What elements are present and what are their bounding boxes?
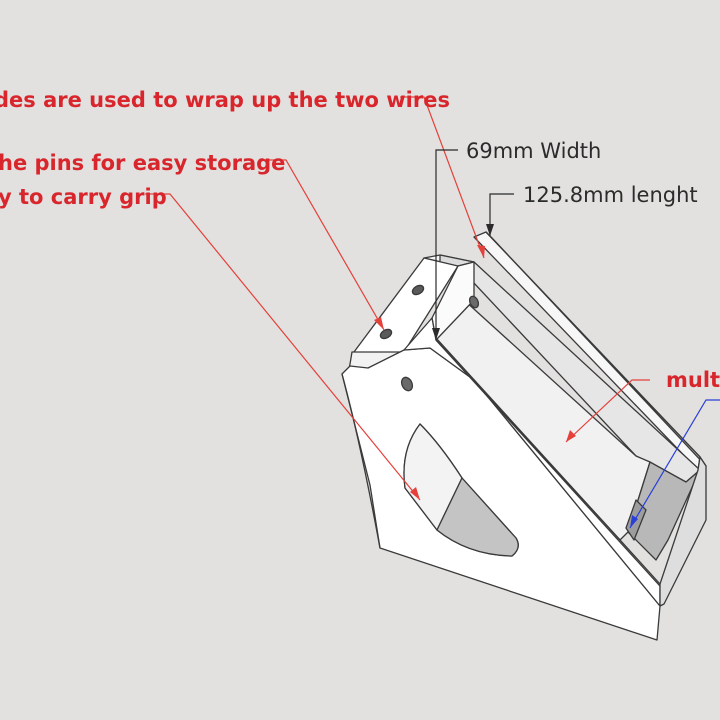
leader-wrap-wires <box>400 96 485 259</box>
label-multi: multi <box>666 368 720 392</box>
leader-width <box>435 149 458 340</box>
pin-hole-2 <box>379 328 393 340</box>
label-pins-storage: he pins for easy storage <box>0 151 285 175</box>
holder-model <box>341 231 707 641</box>
label-carry-grip: y to carry grip <box>0 185 167 209</box>
right-end-plate <box>659 456 707 607</box>
arrowhead-multi <box>566 430 576 442</box>
side-plate-curve <box>341 373 381 549</box>
arrowhead-blue <box>630 515 638 528</box>
arrowhead-pins-storage <box>374 317 384 330</box>
leader-blue <box>629 399 720 529</box>
label-wrap-wires: des are used to wrap up the two wires <box>0 88 450 112</box>
label-length: 125.8mm lenght <box>523 183 698 207</box>
pin-hole-1 <box>411 284 425 296</box>
grip-window <box>403 423 519 557</box>
leader-length <box>489 193 514 236</box>
arrow-heads <box>374 224 638 528</box>
arrowhead-length <box>486 224 494 236</box>
side-hole <box>400 376 414 392</box>
arrowhead-wrap-wires <box>477 245 485 258</box>
leader-pins-storage <box>262 159 385 331</box>
arrowhead-carry-grip <box>410 487 420 500</box>
label-width: 69mm Width <box>466 139 601 163</box>
tray-hole <box>468 295 480 309</box>
arrowhead-width <box>432 328 440 340</box>
leader-carry-grip <box>145 193 421 501</box>
leader-multi <box>565 379 650 443</box>
leader-lines <box>145 96 720 529</box>
lower-rail-edge <box>435 339 661 587</box>
